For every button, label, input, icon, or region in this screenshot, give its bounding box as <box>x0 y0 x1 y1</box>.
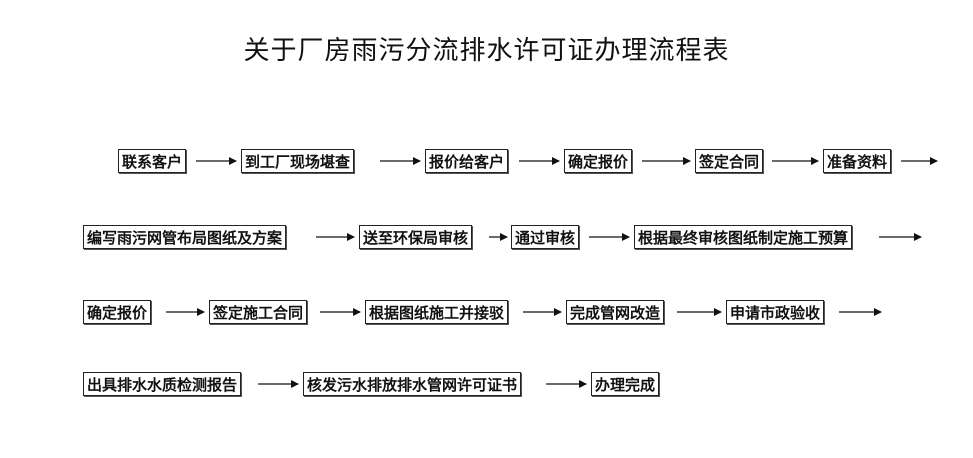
step-apply-acceptance: 申请市政验收 <box>726 300 825 324</box>
step-construction-budget: 根据最终审核图纸制定施工预算 <box>634 225 853 249</box>
step-water-quality-report: 出具排水水质检测报告 <box>83 372 242 396</box>
page-title: 关于厂房雨污分流排水许可证办理流程表 <box>243 36 730 66</box>
step-issue-permit: 核发污水排放排水管网许可证书 <box>303 372 522 396</box>
step-confirm-quote-2: 确定报价 <box>83 300 152 324</box>
step-contact-client: 联系客户 <box>118 149 187 173</box>
step-prepare-materials: 准备资料 <box>823 149 892 173</box>
step-site-survey: 到工厂现场堪查 <box>241 149 355 173</box>
step-quote-client: 报价给客户 <box>425 149 509 173</box>
step-sign-contract: 签定合同 <box>695 149 764 173</box>
step-submit-review: 送至环保局审核 <box>359 225 473 249</box>
step-pass-review: 通过审核 <box>511 225 580 249</box>
step-done: 办理完成 <box>591 372 660 396</box>
step-complete-pipe-renovation: 完成管网改造 <box>566 300 665 324</box>
step-confirm-quote: 确定报价 <box>564 149 633 173</box>
step-sign-construction-contract: 签定施工合同 <box>209 300 308 324</box>
step-construct-connect: 根据图纸施工并接驳 <box>365 300 509 324</box>
step-write-plan: 编写雨污网管布局图纸及方案 <box>83 225 287 249</box>
